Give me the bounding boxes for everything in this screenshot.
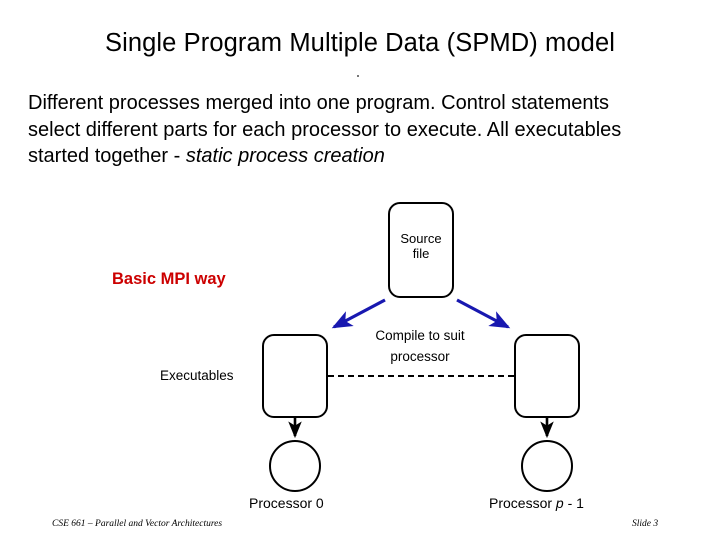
executables-label: Executables (160, 368, 234, 383)
arrow-source-to-right-executable (456, 298, 511, 329)
dashed-connector (328, 375, 514, 377)
body-paragraph: Different processes merged into one prog… (28, 90, 658, 170)
processor-0-label: Processor 0 (249, 495, 324, 511)
footer-slide-number: Slide 3 (632, 519, 659, 529)
compile-label-line1: Compile to suit (375, 328, 465, 343)
source-file-box (388, 202, 454, 298)
basic-mpi-way-note: Basic MPI way (112, 270, 226, 288)
processor-right-variable: p (555, 495, 564, 511)
compile-to-suit-processor-label: Compile to suit processor (338, 325, 502, 367)
body-text-emphasis: static process creation (185, 145, 385, 167)
processor-p-minus-1-label: Processor p - 1 (489, 495, 584, 511)
compile-label-line2: processor (390, 349, 450, 364)
source-file-label-line1: Source (400, 231, 442, 246)
arrow-source-to-left-executable (331, 298, 386, 329)
source-file-label-line2: file (412, 246, 430, 261)
processor-circle-left (269, 440, 321, 492)
processor-right-suffix: - 1 (563, 495, 584, 511)
processor-right-prefix: Processor (489, 495, 556, 511)
executable-box-right (514, 334, 580, 418)
processor-circle-right (521, 440, 573, 492)
body-text-main: Different processes merged into one prog… (28, 92, 622, 167)
executable-box-left (262, 334, 328, 418)
footer-course-label: CSE 661 – Parallel and Vector Architectu… (52, 519, 223, 529)
page-title: Single Program Multiple Data (SPMD) mode… (104, 29, 616, 57)
stray-dot-artifact (357, 75, 359, 77)
